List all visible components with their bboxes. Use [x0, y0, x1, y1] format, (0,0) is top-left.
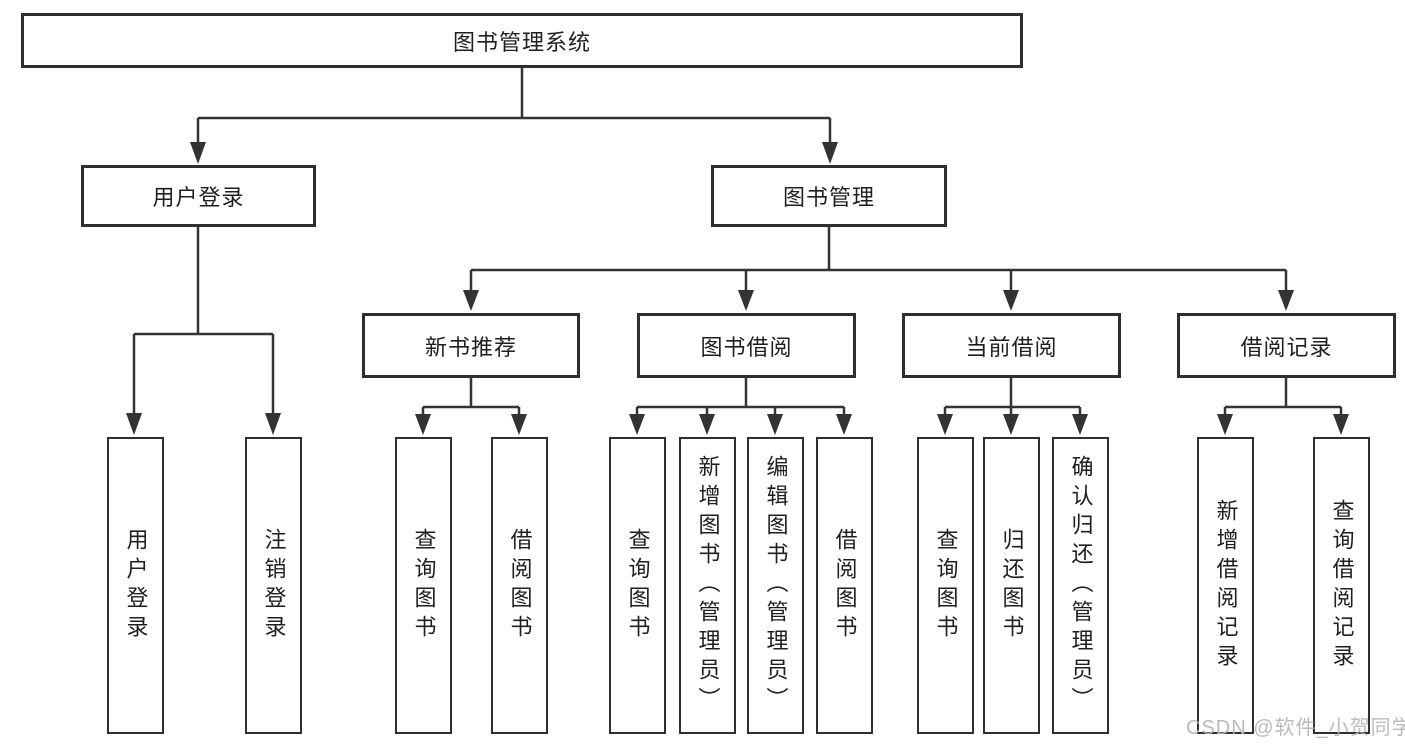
node-label: 图书管理系统	[452, 29, 591, 55]
leaf-add-borrow-record: 新增借阅记录	[1197, 437, 1254, 734]
node-label: 用户登录	[152, 185, 245, 210]
node-label: 新增借阅记录	[1213, 498, 1239, 673]
leaf-borrow-books: 借阅图书	[816, 437, 873, 734]
node-current-borrow: 当前借阅	[902, 313, 1121, 378]
leaf-query-books-recommend: 查询图书	[395, 437, 452, 734]
node-label: 查询图书	[625, 527, 651, 644]
arrow-down-icons	[126, 142, 1349, 435]
node-label: 新增图书（管理员）	[695, 455, 721, 716]
node-label: 借阅图书	[832, 527, 858, 644]
leaf-query-borrow-record: 查询借阅记录	[1313, 437, 1370, 734]
csdn-watermark: CSDN @软件_小贺同学	[1186, 717, 1405, 739]
node-book-management: 图书管理	[711, 165, 947, 227]
node-label: 用户登录	[123, 527, 149, 644]
leaf-add-book-admin: 新增图书（管理员）	[679, 437, 736, 734]
leaf-logout: 注销登录	[245, 437, 302, 734]
node-borrow-record: 借阅记录	[1177, 313, 1396, 378]
node-label: 确认归还（管理员）	[1068, 455, 1094, 716]
node-label: 当前借阅	[965, 334, 1058, 360]
node-user-login: 用户登录	[81, 165, 316, 227]
node-label: 查询图书	[933, 527, 959, 644]
node-new-book-recommend: 新书推荐	[362, 313, 580, 378]
node-label: 新书推荐	[424, 334, 517, 360]
node-label: 编辑图书（管理员）	[763, 455, 789, 716]
leaf-user-login: 用户登录	[107, 437, 164, 734]
leaf-query-books-borrow: 查询图书	[609, 437, 666, 734]
leaf-query-books-current: 查询图书	[917, 437, 974, 734]
node-book-borrow: 图书借阅	[637, 313, 856, 378]
leaf-edit-book-admin: 编辑图书（管理员）	[747, 437, 804, 734]
node-label: 图书管理	[782, 185, 875, 210]
node-label: 借阅图书	[507, 527, 533, 644]
node-label: 借阅记录	[1240, 334, 1333, 360]
node-label: 查询借阅记录	[1329, 498, 1355, 673]
node-label: 图书借阅	[700, 334, 793, 360]
leaf-return-books: 归还图书	[983, 437, 1040, 734]
node-label: 归还图书	[999, 527, 1025, 644]
leaf-confirm-return-admin: 确认归还（管理员）	[1052, 437, 1109, 734]
node-label: 查询图书	[411, 527, 437, 644]
node-label: 注销登录	[261, 527, 287, 644]
leaf-borrow-books-recommend: 借阅图书	[491, 437, 548, 734]
node-root-system: 图书管理系统	[21, 13, 1023, 68]
